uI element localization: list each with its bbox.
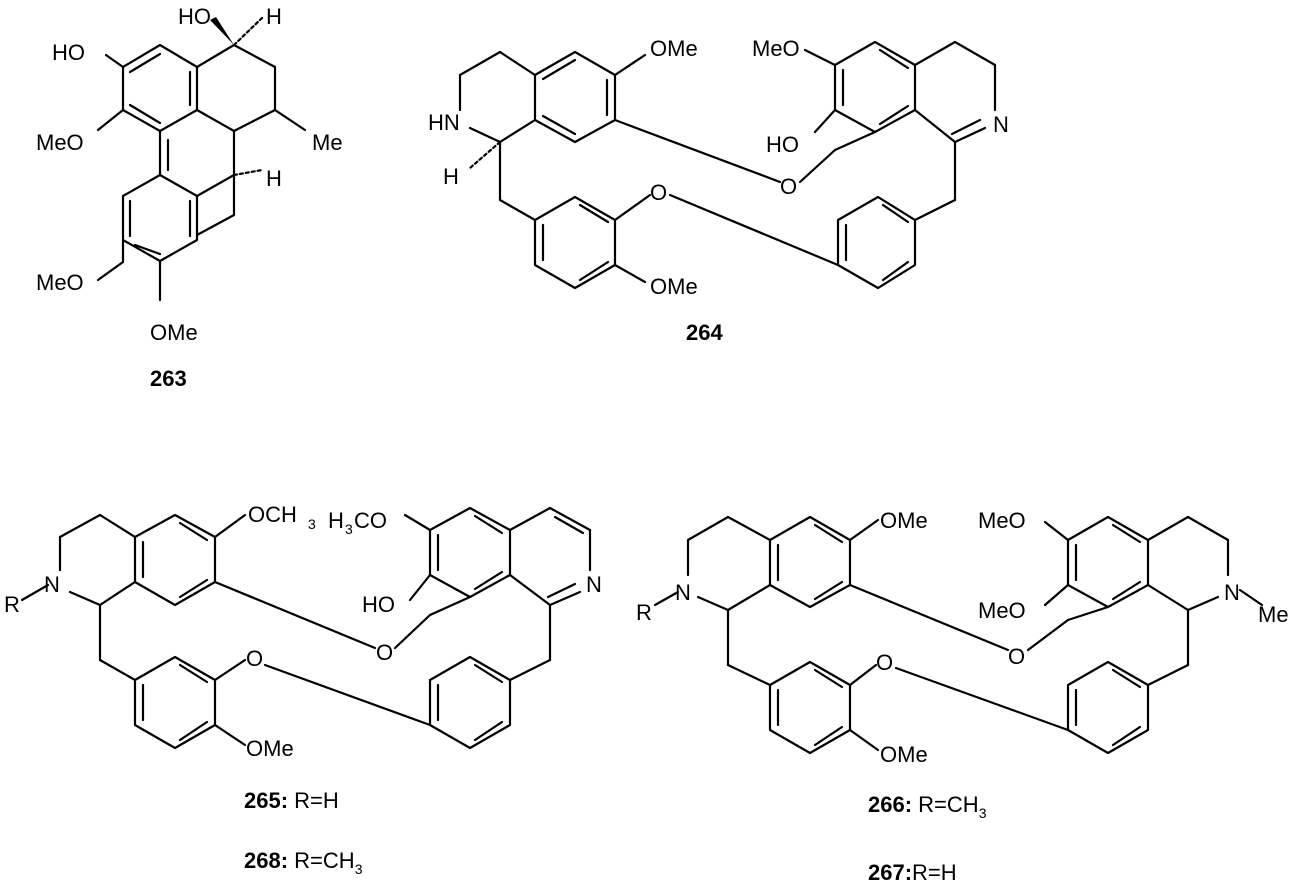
compound-number: 267 <box>868 860 905 885</box>
label-methoxy: OMe <box>650 36 698 61</box>
label-methoxy: MeO <box>978 598 1026 623</box>
caption-text: R=H <box>294 788 339 813</box>
structure-263: HO HO H MeO Me H MeO OMe 263 <box>36 4 343 391</box>
caption-text: R=CH <box>918 792 979 817</box>
structure-265-268: OCH 3 H 3 CO R N HO N O O OMe 265: R=H 2… <box>4 502 602 877</box>
label-methyl: Me <box>1258 602 1289 627</box>
label-amine: HN <box>428 110 460 135</box>
label-methoxy: OMe <box>880 742 928 767</box>
label-nitrogen: N <box>993 112 1009 137</box>
label-hydrogen: H <box>266 166 282 191</box>
label-hydroxyl: HO <box>178 4 211 29</box>
label-methoxy: MeO <box>36 270 84 295</box>
label-r-group: R <box>636 600 652 625</box>
compound-number: 264 <box>686 320 723 345</box>
label-hydroxyl: HO <box>362 592 395 617</box>
caption-267: 267:R=H <box>868 860 957 885</box>
structure-264: OMe MeO HN N HO H O O OMe 264 <box>428 36 1009 345</box>
label-methoxy: MeO <box>752 36 800 61</box>
label-nitrogen: N <box>675 580 691 605</box>
label-methoxy-part: H <box>328 508 344 533</box>
label-nitrogen: N <box>586 572 602 597</box>
label-methoxy: OMe <box>150 320 198 345</box>
label-ether-oxygen: O <box>246 646 263 671</box>
label-methoxy: OMe <box>246 736 294 761</box>
caption-subscript: 3 <box>355 861 363 877</box>
structure-263-labels: HO HO H MeO Me H MeO OMe 263 <box>36 4 343 391</box>
caption-268: 268: R=CH3 <box>244 848 363 877</box>
compound-number: 265 <box>244 788 281 813</box>
label-hydrogen: H <box>266 4 282 29</box>
label-ether-oxygen: O <box>1008 644 1025 669</box>
caption-subscript: 3 <box>979 805 987 821</box>
label-ether-oxygen: O <box>650 180 667 205</box>
structure-264-bonds <box>458 40 997 290</box>
compound-number: 266 <box>868 792 905 817</box>
label-r-group: R <box>4 592 20 617</box>
label-nitrogen: N <box>44 572 60 597</box>
caption-text: R=CH <box>294 848 355 873</box>
label-subscript: 3 <box>308 516 316 532</box>
caption-266: 266: R=CH3 <box>868 792 987 821</box>
label-hydroxyl: HO <box>52 40 85 65</box>
label-methoxy-part: CO <box>354 508 387 533</box>
structure-264-labels: OMe MeO HN N HO H O O OMe 264 <box>428 36 1009 345</box>
structure-265-bonds <box>20 506 592 750</box>
label-ether-oxygen: O <box>780 174 797 199</box>
label-ether-oxygen: O <box>876 650 893 675</box>
label-hydrogen: H <box>443 164 459 189</box>
compound-number: 268 <box>244 848 281 873</box>
label-hydroxyl: HO <box>766 132 799 157</box>
label-nitrogen: N <box>1224 580 1240 605</box>
label-subscript: 3 <box>345 521 353 537</box>
caption-text: R=H <box>912 860 957 885</box>
structure-263-bonds <box>96 16 307 302</box>
structure-266-bonds <box>653 515 1264 755</box>
caption-265: 265: R=H <box>244 788 339 813</box>
structure-266-267: OMe MeO MeO R N N Me O O OMe 266: R=CH3 … <box>636 508 1289 885</box>
structure-266-labels: OMe MeO MeO R N N Me O O OMe 266: R=CH3 … <box>636 508 1289 885</box>
label-methoxy: MeO <box>978 508 1026 533</box>
label-methoxy: MeO <box>36 130 84 155</box>
label-methoxy: OMe <box>880 508 928 533</box>
compound-number: 263 <box>150 366 187 391</box>
label-methyl: Me <box>312 130 343 155</box>
label-ether-oxygen: O <box>376 640 393 665</box>
label-methoxy: OMe <box>650 274 698 299</box>
label-methoxy-part: OCH <box>248 502 297 527</box>
structure-265-labels: OCH 3 H 3 CO R N HO N O O OMe 265: R=H 2… <box>4 502 602 877</box>
